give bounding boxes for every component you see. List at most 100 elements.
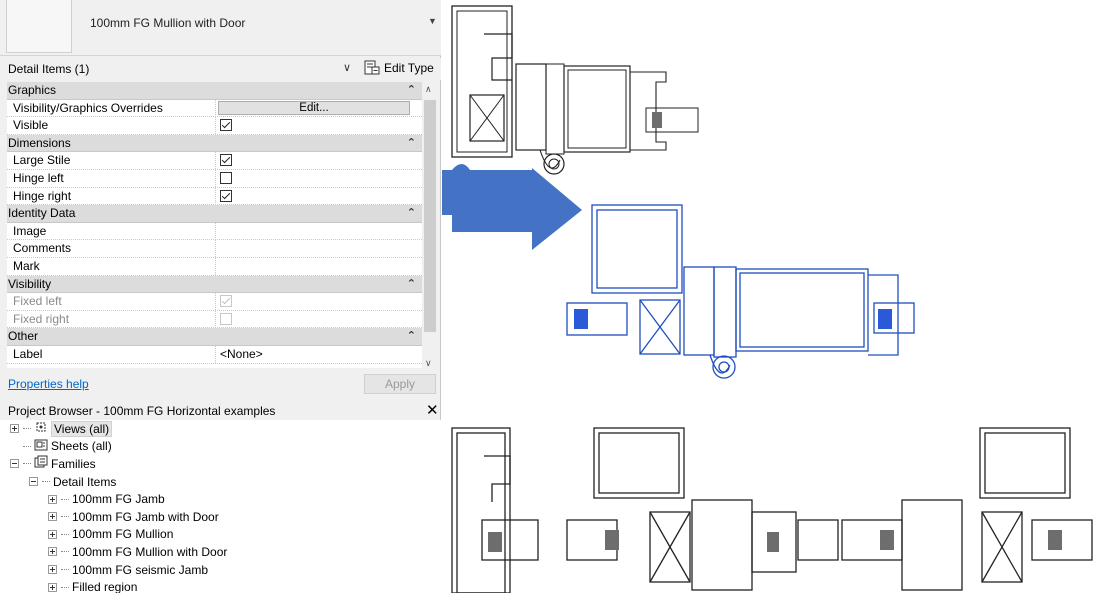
edit-type-button[interactable]: Edit Type xyxy=(362,58,436,78)
group-visibility[interactable]: Visibility⌃ xyxy=(7,275,422,294)
arrow-right-shape xyxy=(452,168,582,250)
property-row-mark: Mark xyxy=(7,258,422,276)
property-name: Visibility/Graphics Overrides xyxy=(13,100,163,115)
tree-connector xyxy=(23,445,31,447)
properties-panel: 100mm FG Mullion with Door ▼ Detail Item… xyxy=(0,0,441,593)
property-name: Fixed right xyxy=(13,311,70,326)
group-label: Identity Data xyxy=(8,206,76,221)
expand-icon[interactable] xyxy=(48,529,57,539)
tree-item-label: 100mm FG Mullion xyxy=(72,527,174,542)
collapse-icon[interactable]: ⌃ xyxy=(406,207,416,220)
tree-item-detail-items[interactable]: Detail Items xyxy=(29,473,116,491)
collapse-icon[interactable] xyxy=(10,459,19,469)
expand-icon[interactable] xyxy=(48,582,57,592)
project-browser-header: Project Browser - 100mm FG Horizontal ex… xyxy=(0,402,441,420)
tree-item-100mm-fg-jamb[interactable]: 100mm FG Jamb xyxy=(48,490,165,508)
detail-top xyxy=(451,5,699,175)
collapse-icon[interactable]: ⌃ xyxy=(406,277,416,290)
type-preview-image xyxy=(6,0,72,53)
detail-middle xyxy=(566,204,915,379)
property-value[interactable] xyxy=(215,258,422,275)
tree-item-100mm-fg-mullion-with-door[interactable]: 100mm FG Mullion with Door xyxy=(48,543,227,561)
property-value[interactable]: <None> xyxy=(215,346,422,363)
property-name: Image xyxy=(13,223,47,238)
tree-connector xyxy=(61,498,69,500)
group-other[interactable]: Other ⌃ xyxy=(7,328,422,346)
tree-item-100mm-fg-seismic-jamb[interactable]: 100mm FG seismic Jamb xyxy=(48,561,208,579)
property-value[interactable] xyxy=(215,240,422,258)
property-value xyxy=(215,293,422,311)
tree-item-sheets-all[interactable]: Sheets (all) xyxy=(10,438,112,456)
scroll-up-icon[interactable]: ∧ xyxy=(425,84,432,94)
close-icon[interactable]: ✕ xyxy=(426,402,439,419)
chevron-down-icon[interactable]: ∨ xyxy=(343,62,352,74)
property-name: Visible xyxy=(13,118,49,133)
tree-item-100mm-fg-jamb-with-door[interactable]: 100mm FG Jamb with Door xyxy=(48,508,219,526)
property-name: Fixed left xyxy=(13,294,62,309)
filter-label: Detail Items (1) xyxy=(8,62,90,76)
expand-icon[interactable] xyxy=(48,494,57,504)
expand-icon[interactable] xyxy=(48,512,57,522)
expand-icon[interactable] xyxy=(10,424,19,434)
group-label: Dimensions xyxy=(8,135,71,150)
expand-icon[interactable] xyxy=(48,547,57,557)
edit-type-label: Edit Type xyxy=(384,61,434,75)
group-dimensions[interactable]: Dimensions ⌃ xyxy=(7,134,422,153)
property-value[interactable] xyxy=(215,170,422,187)
dropdown-arrow-icon[interactable]: ▼ xyxy=(428,16,437,26)
property-value[interactable] xyxy=(215,222,422,240)
property-row-visible: Visible xyxy=(7,117,422,135)
property-row-image: Image xyxy=(7,222,422,241)
tree-item-label: Families xyxy=(51,456,96,471)
families-icon xyxy=(34,455,48,472)
tree-connector xyxy=(61,516,69,518)
apply-button[interactable]: Apply xyxy=(364,374,436,394)
collapse-icon[interactable] xyxy=(29,477,38,487)
detail-bottom-jamb xyxy=(451,427,539,593)
property-row-visibility-graphics-overrides: Visibility/Graphics Overrides Edit... xyxy=(7,99,422,118)
collapse-icon[interactable]: ⌃ xyxy=(406,136,416,149)
scroll-thumb[interactable] xyxy=(424,100,436,332)
properties-scrollbar[interactable]: ∧ ∨ xyxy=(422,82,438,370)
detail-drawing xyxy=(442,5,1093,593)
tree-item-views-all[interactable]: Views (all) xyxy=(10,420,113,438)
drawing-canvas[interactable] xyxy=(442,0,1095,593)
group-label: Other xyxy=(8,329,39,344)
properties-help-link[interactable]: Properties help xyxy=(8,377,89,391)
checkbox-hinge-left[interactable] xyxy=(220,172,232,184)
group-graphics[interactable]: Graphics⌃ xyxy=(7,82,422,100)
property-value[interactable] xyxy=(215,117,422,135)
tree-item-filled-region[interactable]: Filled region xyxy=(48,578,137,593)
property-value[interactable] xyxy=(215,187,422,205)
properties-grid: Graphics⌃Visibility/Graphics Overrides Ed… xyxy=(7,82,422,368)
property-name: Mark xyxy=(13,259,40,273)
tree-connector xyxy=(61,586,69,588)
collapse-icon[interactable]: ⌃ xyxy=(406,84,416,96)
instance-filter[interactable]: Detail Items (1) ∨ Edit Type xyxy=(0,58,441,80)
tree-item-100mm-fg-mullion[interactable]: 100mm FG Mullion xyxy=(48,526,173,544)
property-row-fixed-right: Fixed right xyxy=(7,310,422,329)
property-name: Large Stile xyxy=(13,153,71,168)
checkbox-large-stile[interactable] xyxy=(220,154,232,167)
property-name: Hinge left xyxy=(13,171,64,185)
checkbox-visible[interactable] xyxy=(220,119,232,132)
tree-item-label: Views (all) xyxy=(51,420,113,437)
property-row-large-stile: Large Stile xyxy=(7,152,422,170)
property-name: Hinge right xyxy=(13,188,72,203)
expand-icon[interactable] xyxy=(48,565,57,575)
property-row-fixed-left: Fixed left xyxy=(7,293,422,311)
scroll-down-icon[interactable]: ∨ xyxy=(425,358,432,368)
views-icon xyxy=(34,420,48,437)
edit-overrides-button[interactable]: Edit... xyxy=(218,100,410,115)
checkbox-hinge-right[interactable] xyxy=(220,189,232,202)
group-identity-data[interactable]: Identity Data ⌃ xyxy=(7,205,422,223)
type-selector[interactable]: 100mm FG Mullion with Door ▼ xyxy=(0,0,441,56)
property-value[interactable] xyxy=(215,152,422,170)
collapse-icon[interactable]: ⌃ xyxy=(406,330,416,343)
property-name: Label xyxy=(13,347,43,361)
sheets-icon xyxy=(34,438,48,455)
tree-item-families[interactable]: Families xyxy=(10,455,96,473)
tree-item-label: 100mm FG seismic Jamb xyxy=(72,562,209,577)
tree-connector xyxy=(61,533,69,535)
property-value[interactable]: Edit... xyxy=(215,99,422,117)
